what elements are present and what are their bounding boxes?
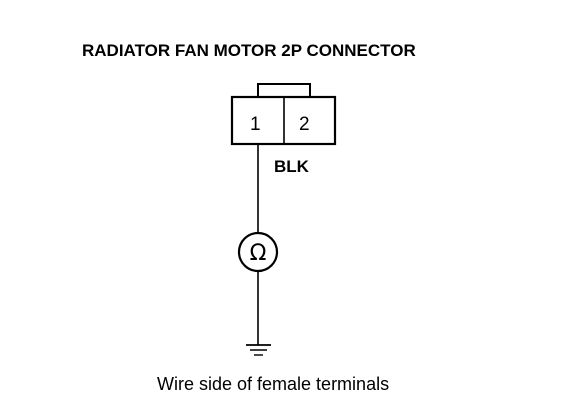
diagram-caption: Wire side of female terminals: [157, 374, 389, 394]
terminal-1-label: 1: [250, 114, 261, 135]
wire-color-label: BLK: [274, 157, 310, 176]
ground-icon: [246, 344, 271, 356]
diagram-title: RADIATOR FAN MOTOR 2P CONNECTOR: [82, 41, 416, 60]
terminal-2-label: 2: [299, 114, 310, 135]
ohmmeter-icon: Ω: [237, 231, 279, 273]
connector-2p: 1 2: [230, 83, 337, 146]
ohm-symbol: Ω: [250, 241, 267, 266]
